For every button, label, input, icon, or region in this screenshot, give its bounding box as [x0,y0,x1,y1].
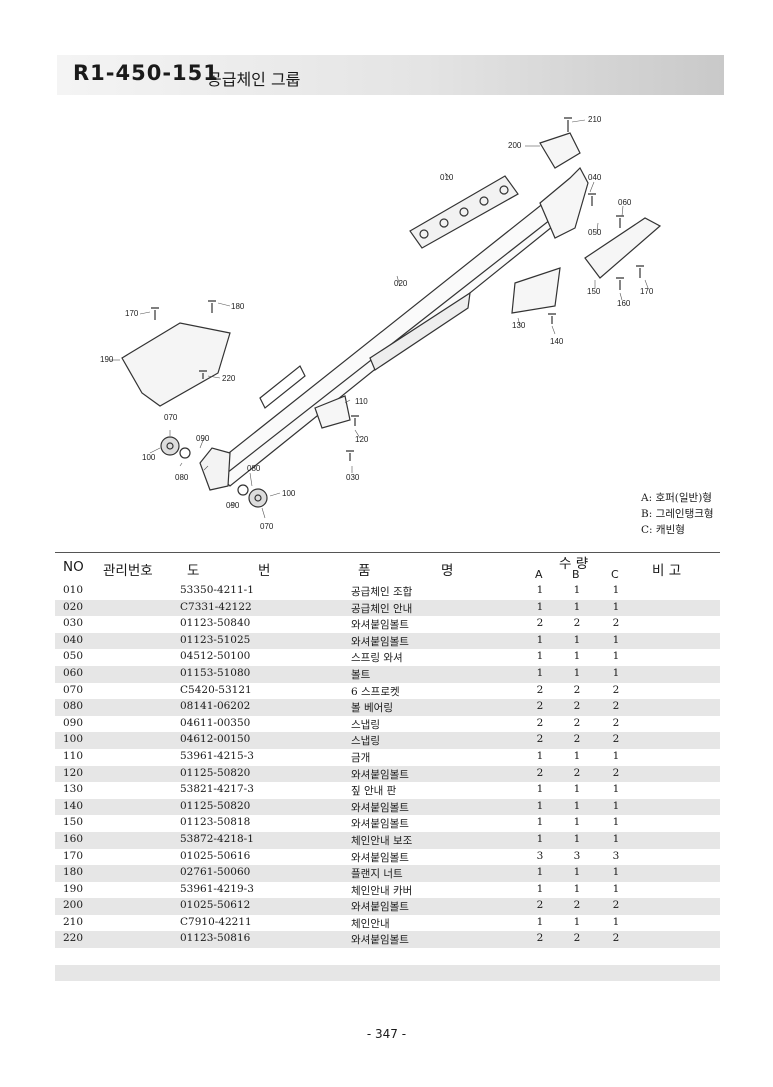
col-qty-a: A [535,568,543,581]
callout-100a: 100 [142,453,156,462]
col-no: NO [63,559,84,575]
callout-160: 190 [100,355,114,364]
callout-010: 010 [440,173,454,182]
col-drawing-2: 번 [258,563,271,579]
callout-200: 210 [588,115,602,124]
col-name-2: 명 [441,563,454,579]
callout-140: 160 [617,299,631,308]
callout-060: 060 [618,198,632,207]
callout-080a: 080 [247,464,261,473]
callout-110: 130 [512,321,526,330]
model-legend: A: 호퍼(일반)형 B: 그레인탱크형 C: 캐빈형 [641,490,714,538]
col-qty: 수 량 [559,556,589,572]
callout-170b: 170 [125,309,139,318]
callout-130: 150 [587,287,601,296]
callout-030: 030 [346,473,360,482]
callout-210: 110 [355,397,368,406]
callout-labels: 210 200 010 040 060 050 020 150 160 170 … [100,115,654,531]
part-group-title: 공급체인 그룹 [207,70,301,89]
page-number: - 347 - [366,1027,407,1041]
col-mgmt-no: 관리번호 [103,563,153,579]
callout-100b: 100 [282,489,296,498]
callout-150: 170 [640,287,654,296]
callout-120: 140 [550,337,564,346]
legend-item-a: A: 호퍼(일반)형 [641,492,712,504]
part-group-code: R1-450-151 [73,61,219,85]
empty-table-row [55,964,720,982]
parts-table-header: NO 관리번호 도 번 품 명 수 량 A B C 비 고 [55,552,720,583]
callout-020: 020 [394,279,408,288]
callout-170a: 180 [231,302,245,311]
empty-table-row [55,948,720,965]
callout-090a: 090 [196,434,210,443]
callout-080b: 080 [175,473,189,482]
callout-070a: 070 [164,413,178,422]
legend-item-b: B: 그레인탱크형 [641,508,714,520]
callout-090b: 090 [226,501,240,510]
callout-070b: 070 [260,522,274,531]
exploded-parts-diagram: 210 200 010 040 060 050 020 150 160 170 … [100,108,730,548]
parts-drawing: 210 200 010 040 060 050 020 150 160 170 … [100,115,662,531]
callout-050: 050 [588,228,602,237]
callout-180: 220 [222,374,236,383]
legend-item-c: C: 캐빈형 [641,524,685,536]
col-qty-c: C [611,568,619,581]
col-drawing-1: 도 [187,563,200,579]
col-remarks: 비 고 [652,563,682,579]
col-name-1: 품 [358,563,371,579]
title-bar: R1-450-151 공급체인 그룹 [57,55,724,95]
col-qty-b: B [572,568,580,581]
callout-220: 120 [355,435,369,444]
callout-040: 040 [588,173,602,182]
callout-190: 200 [508,141,522,150]
